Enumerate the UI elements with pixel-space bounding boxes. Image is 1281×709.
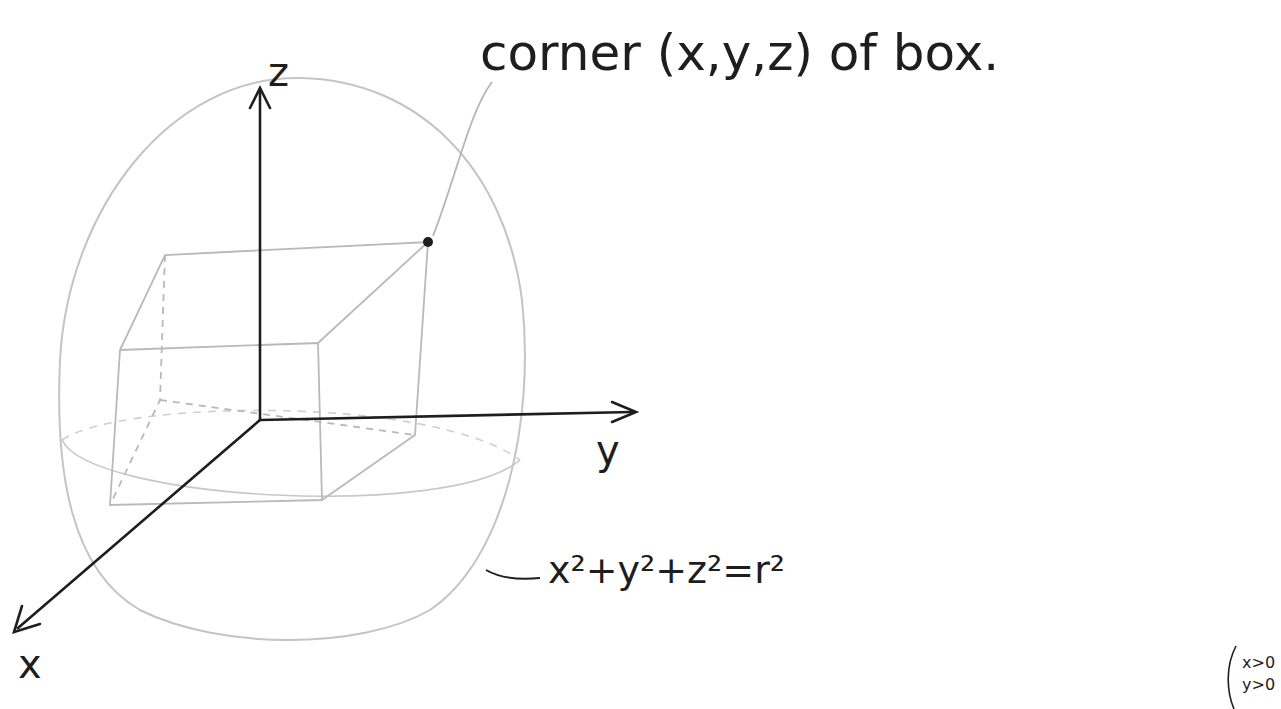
condition-label: x>0: [1242, 654, 1275, 672]
bracket: [1228, 646, 1236, 709]
sphere-outline: [59, 78, 525, 640]
sphere-equator-front: [62, 440, 520, 496]
callout-text: corner (x,y,z) of box.: [480, 26, 999, 81]
leader-line: [486, 570, 540, 579]
box-outline: [110, 242, 428, 505]
axis-label: z: [268, 50, 289, 94]
corner-dot: [423, 237, 433, 247]
axis-label: x: [18, 642, 42, 686]
leader-line: [433, 82, 492, 236]
condition-label: y>0: [1242, 676, 1275, 694]
equation-label: x²+y²+z²=r²: [548, 550, 785, 592]
axes: [14, 88, 636, 632]
axis-label: y: [596, 428, 620, 472]
